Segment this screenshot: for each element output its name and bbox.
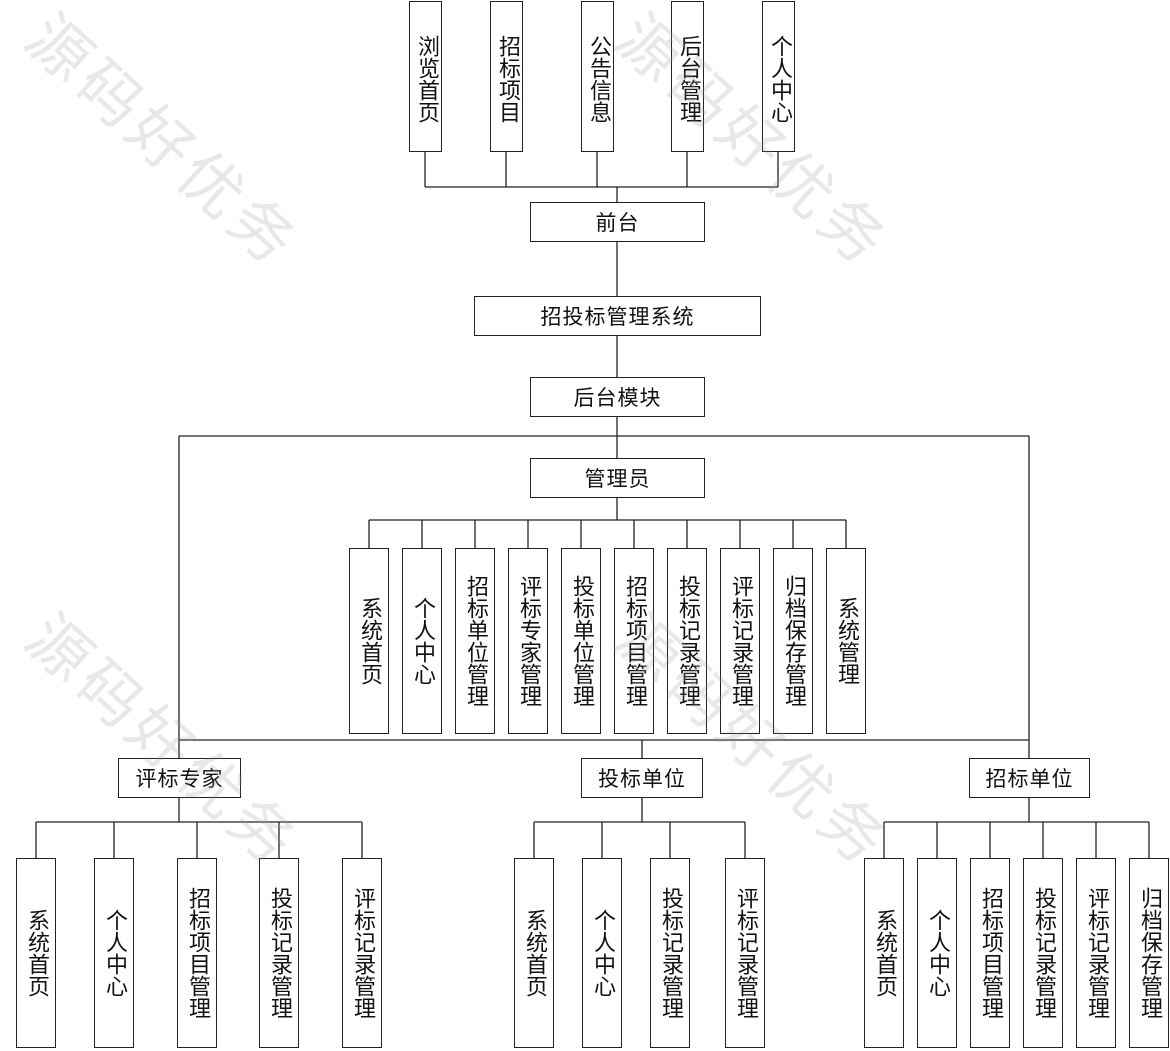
tenderer-module-project-management: 招标项目管理 — [970, 858, 1010, 1048]
admin-node: 管理员 — [530, 458, 705, 498]
tenderer-module-system-home: 系统首页 — [864, 858, 904, 1048]
tenderer-module-archive-management: 归档保存管理 — [1129, 858, 1169, 1048]
frontend-module-browse-home: 浏览首页 — [409, 1, 442, 152]
admin-module-system-management: 系统管理 — [826, 548, 866, 734]
expert-module-personal-center: 个人中心 — [94, 858, 134, 1048]
expert-node: 评标专家 — [118, 758, 241, 798]
admin-module-system-home: 系统首页 — [349, 548, 389, 734]
frontend-module-backend-admin: 后台管理 — [671, 1, 704, 152]
admin-module-tenderer-management: 招标单位管理 — [455, 548, 495, 734]
tenderer-module-bid-record-management: 投标记录管理 — [1023, 858, 1063, 1048]
admin-module-evaluation-record-management: 评标记录管理 — [720, 548, 760, 734]
admin-module-expert-management: 评标专家管理 — [508, 548, 548, 734]
admin-module-project-management: 招标项目管理 — [614, 548, 654, 734]
expert-module-project-management: 招标项目管理 — [177, 858, 217, 1048]
tenderer-module-evaluation-record-management: 评标记录管理 — [1076, 858, 1116, 1048]
bidder-module-evaluation-record-management: 评标记录管理 — [725, 858, 765, 1048]
frontend-node: 前台 — [530, 202, 705, 242]
system-node: 招投标管理系统 — [474, 296, 761, 336]
bidder-node: 投标单位 — [581, 758, 703, 798]
bidder-module-bid-record-management: 投标记录管理 — [650, 858, 690, 1048]
expert-module-bid-record-management: 投标记录管理 — [259, 858, 299, 1048]
expert-module-evaluation-record-management: 评标记录管理 — [342, 858, 382, 1048]
frontend-module-tender-projects: 招标项目 — [490, 1, 523, 152]
admin-module-bid-record-management: 投标记录管理 — [667, 548, 707, 734]
tenderer-module-personal-center: 个人中心 — [917, 858, 957, 1048]
expert-module-system-home: 系统首页 — [16, 858, 56, 1048]
admin-module-bidder-management: 投标单位管理 — [561, 548, 601, 734]
backend-node: 后台模块 — [530, 377, 705, 417]
frontend-module-announcements: 公告信息 — [581, 1, 614, 152]
frontend-module-personal-center: 个人中心 — [762, 1, 795, 152]
admin-module-personal-center: 个人中心 — [402, 548, 442, 734]
bidder-module-personal-center: 个人中心 — [582, 858, 622, 1048]
tenderer-node: 招标单位 — [969, 758, 1090, 798]
bidder-module-system-home: 系统首页 — [514, 858, 554, 1048]
admin-module-archive-management: 归档保存管理 — [773, 548, 813, 734]
